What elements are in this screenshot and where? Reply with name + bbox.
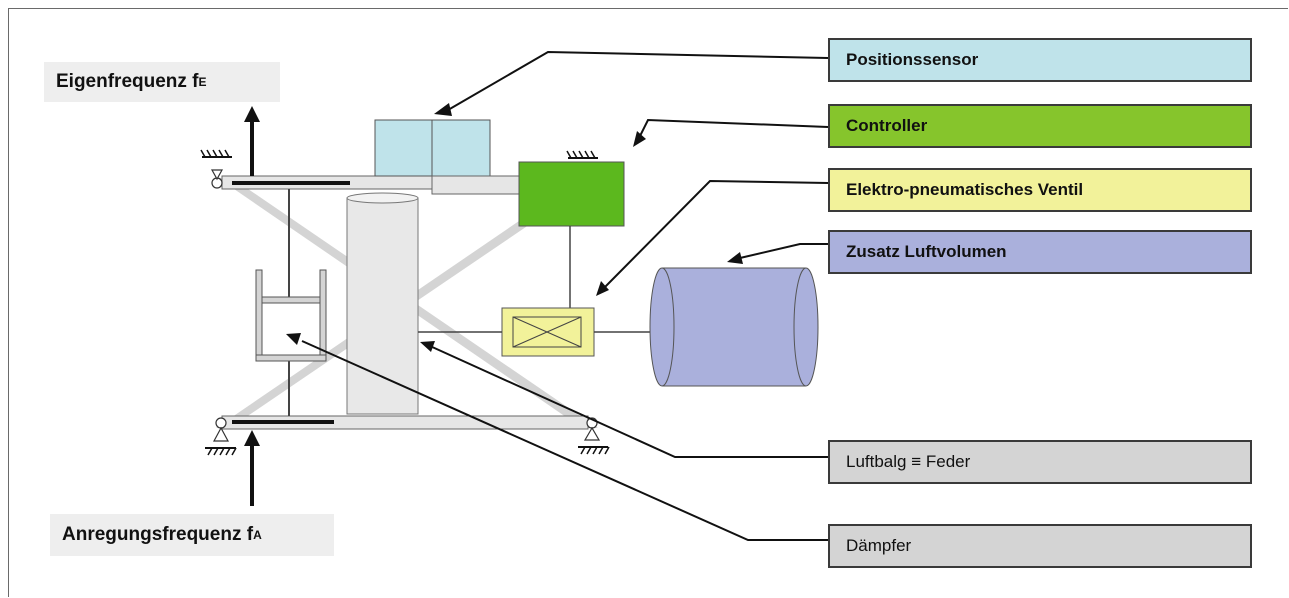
valve-block: [501, 307, 595, 357]
eigenfrequenz-sub: E: [198, 75, 207, 89]
support-bottom-right: [578, 417, 610, 455]
support-top-left: [200, 149, 232, 189]
controller-block: [518, 161, 625, 227]
damper: [255, 189, 327, 416]
anregung-arrow: [244, 430, 260, 506]
air-volume-tank: [649, 267, 819, 387]
anregungsfrequenz-sub: A: [253, 528, 262, 542]
callout-lines: [301, 50, 829, 541]
anregungsfrequenz-text: Anregungsfrequenz f: [62, 524, 254, 545]
sensor-connector: [431, 175, 521, 195]
callout-arrowheads: [286, 103, 743, 352]
figure-frame: [8, 8, 1288, 597]
air-bellow-cylinder: [346, 192, 419, 415]
support-controller: [566, 150, 598, 159]
eigenfrequenz-text: Eigenfrequenz f: [56, 71, 199, 92]
zusatz-luftvolumen-label: Zusatz Luftvolumen: [828, 230, 1252, 274]
eigenfrequenz-arrow: [244, 106, 260, 176]
position-sensor-block: [374, 119, 491, 177]
ventil-label: Elektro-pneumatisches Ventil: [828, 168, 1252, 212]
support-bottom-left: [205, 417, 237, 456]
luftbalg-label: Luftbalg ≡ Feder: [828, 440, 1252, 484]
controller-label: Controller: [828, 104, 1252, 148]
daempfer-label: Dämpfer: [828, 524, 1252, 568]
positionssensor-label: Positionssensor: [828, 38, 1252, 82]
